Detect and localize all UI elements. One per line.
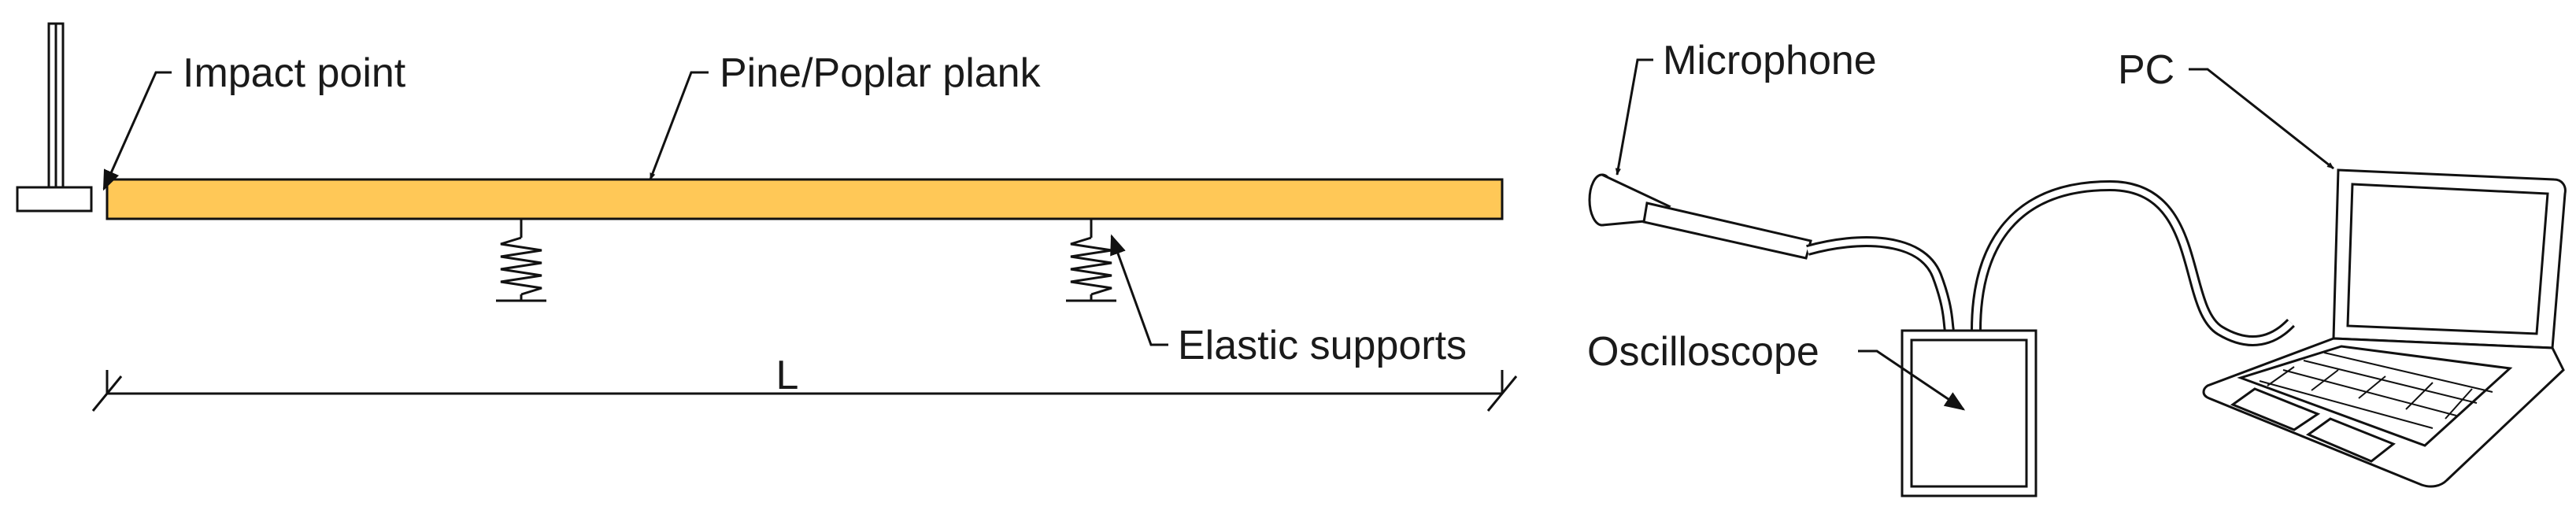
cable-oscilloscope-to-pc-inner [1973,182,2293,344]
cable-mic-to-oscilloscope [1806,236,1955,332]
label-impact-point: Impact point [183,50,406,96]
leader-plank [649,71,709,180]
oscilloscope [1901,329,2037,497]
label-pc: PC [2118,47,2174,93]
laptop [2202,168,2567,488]
label-elastic-supports: Elastic supports [1178,323,1467,368]
leader-impact-point [102,71,172,191]
leader-microphone [1615,58,1653,176]
laptop-keyboard-rows [2259,352,2493,429]
hammer [16,22,93,213]
microphone [1588,173,1812,260]
cable-mic-to-oscilloscope-inner [1806,239,1952,331]
label-microphone: Microphone [1663,38,1877,83]
label-length: L [776,353,799,398]
label-oscilloscope: Oscilloscope [1587,329,1819,375]
leader-oscilloscope [1858,349,1966,411]
label-plank: Pine/Poplar plank [720,50,1042,96]
elastic-support-right [1066,219,1116,302]
dimension-line-length [91,370,1518,412]
leader-elastic-supports [1110,234,1168,346]
elastic-support-left [496,219,546,302]
leader-pc [2189,68,2334,170]
plank [105,178,1504,220]
